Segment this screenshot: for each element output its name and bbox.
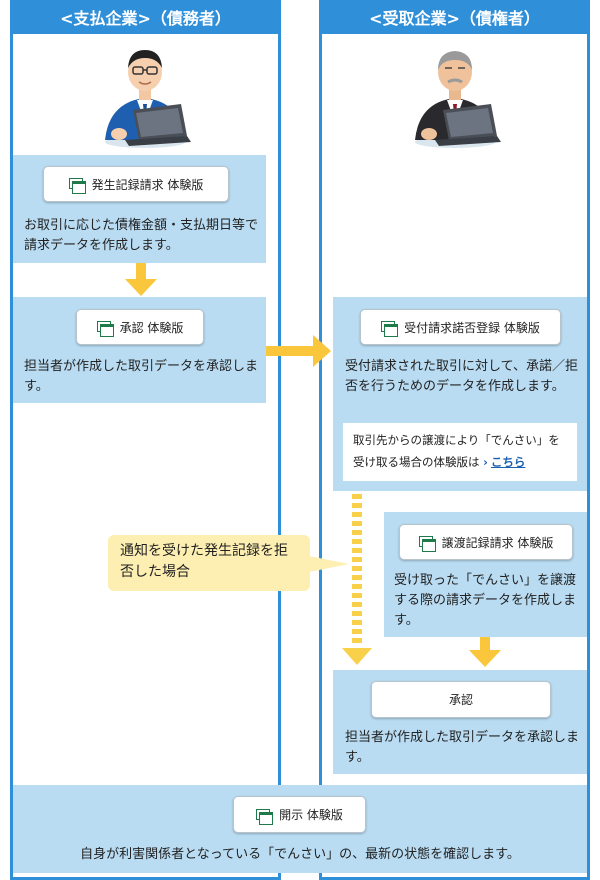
receiver-step1-description: 受付請求された取引に対して、承諾／拒否を行うためのデータを作成します。: [345, 359, 578, 394]
payer-column-frame: [10, 6, 281, 880]
rejection-path-dotted-line: [352, 494, 362, 646]
approve-button-receiver[interactable]: 承認: [371, 681, 551, 718]
payer-step2-description: 担当者が作成した取引データを承認します。: [24, 359, 259, 394]
chevron-right-icon: ›: [483, 455, 488, 469]
disclosure-description: 自身が利害関係者となっている「でんさい」の、最新の状態を確認します。: [80, 847, 520, 862]
rejection-callout-text: 通知を受けた発生記録を拒否した場合: [120, 543, 288, 580]
transfer-note-text: 取引先からの譲渡により「でんさい」を受け取る場合の体験版は: [353, 433, 560, 469]
issue-record-request-label: 発生記録請求 体験版: [91, 177, 204, 192]
window-icon: [68, 178, 86, 194]
window-icon: [381, 321, 399, 337]
flow-arrow-down-head: [125, 279, 157, 296]
payer-step1-description: お取引に応じた債権金額・支払期日等で請求データを作成します。: [24, 218, 259, 253]
acceptance-registration-label: 受付請求諾否登録 体験版: [404, 320, 540, 335]
businessman-laptop-illustration: [105, 50, 191, 148]
rejection-path-arrow-head: [342, 648, 372, 665]
window-icon: [96, 321, 114, 337]
window-icon: [418, 536, 436, 552]
disclosure-trial-label: 開示 体験版: [279, 808, 343, 822]
flow-arrow-down-head-receiver: [469, 650, 501, 667]
approve-trial-button-payer[interactable]: 承認 体験版: [76, 309, 204, 345]
disclosure-trial-button[interactable]: 開示 体験版: [233, 796, 366, 833]
issue-record-request-button[interactable]: 発生記録請求 体験版: [43, 166, 229, 202]
transfer-record-request-button[interactable]: 譲渡記録請求 体験版: [399, 524, 573, 560]
payer-header: <支払企業>（債務者）: [10, 0, 281, 34]
flow-arrow-down-shaft-receiver: [480, 637, 490, 650]
transfer-trial-link[interactable]: こちら: [490, 455, 526, 469]
flow-arrow-right-head: [313, 335, 331, 367]
acceptance-registration-button[interactable]: 受付請求諾否登録 体験版: [360, 309, 561, 345]
receiver-header: <受取企業>（債権者）: [319, 0, 590, 34]
flow-arrow-right-shaft: [266, 346, 314, 356]
rejection-callout: 通知を受けた発生記録を拒否した場合: [108, 535, 310, 591]
receiver-step3-description: 担当者が作成した取引データを承認します。: [345, 730, 580, 765]
rejection-callout-pointer: [309, 556, 349, 572]
senior-businessman-laptop-illustration: [415, 51, 501, 148]
approve-label-receiver: 承認: [448, 693, 473, 707]
transfer-note-box: 取引先からの譲渡により「でんさい」を受け取る場合の体験版は ›こちら: [343, 423, 577, 481]
window-icon: [256, 808, 274, 825]
receiver-step2-description: 受け取った「でんさい」を譲渡する際の請求データを作成します。: [394, 573, 577, 628]
flow-arrow-down-shaft: [136, 263, 146, 279]
transfer-record-request-label: 譲渡記録請求 体験版: [441, 535, 554, 550]
approve-trial-label-payer: 承認 体験版: [119, 320, 184, 335]
